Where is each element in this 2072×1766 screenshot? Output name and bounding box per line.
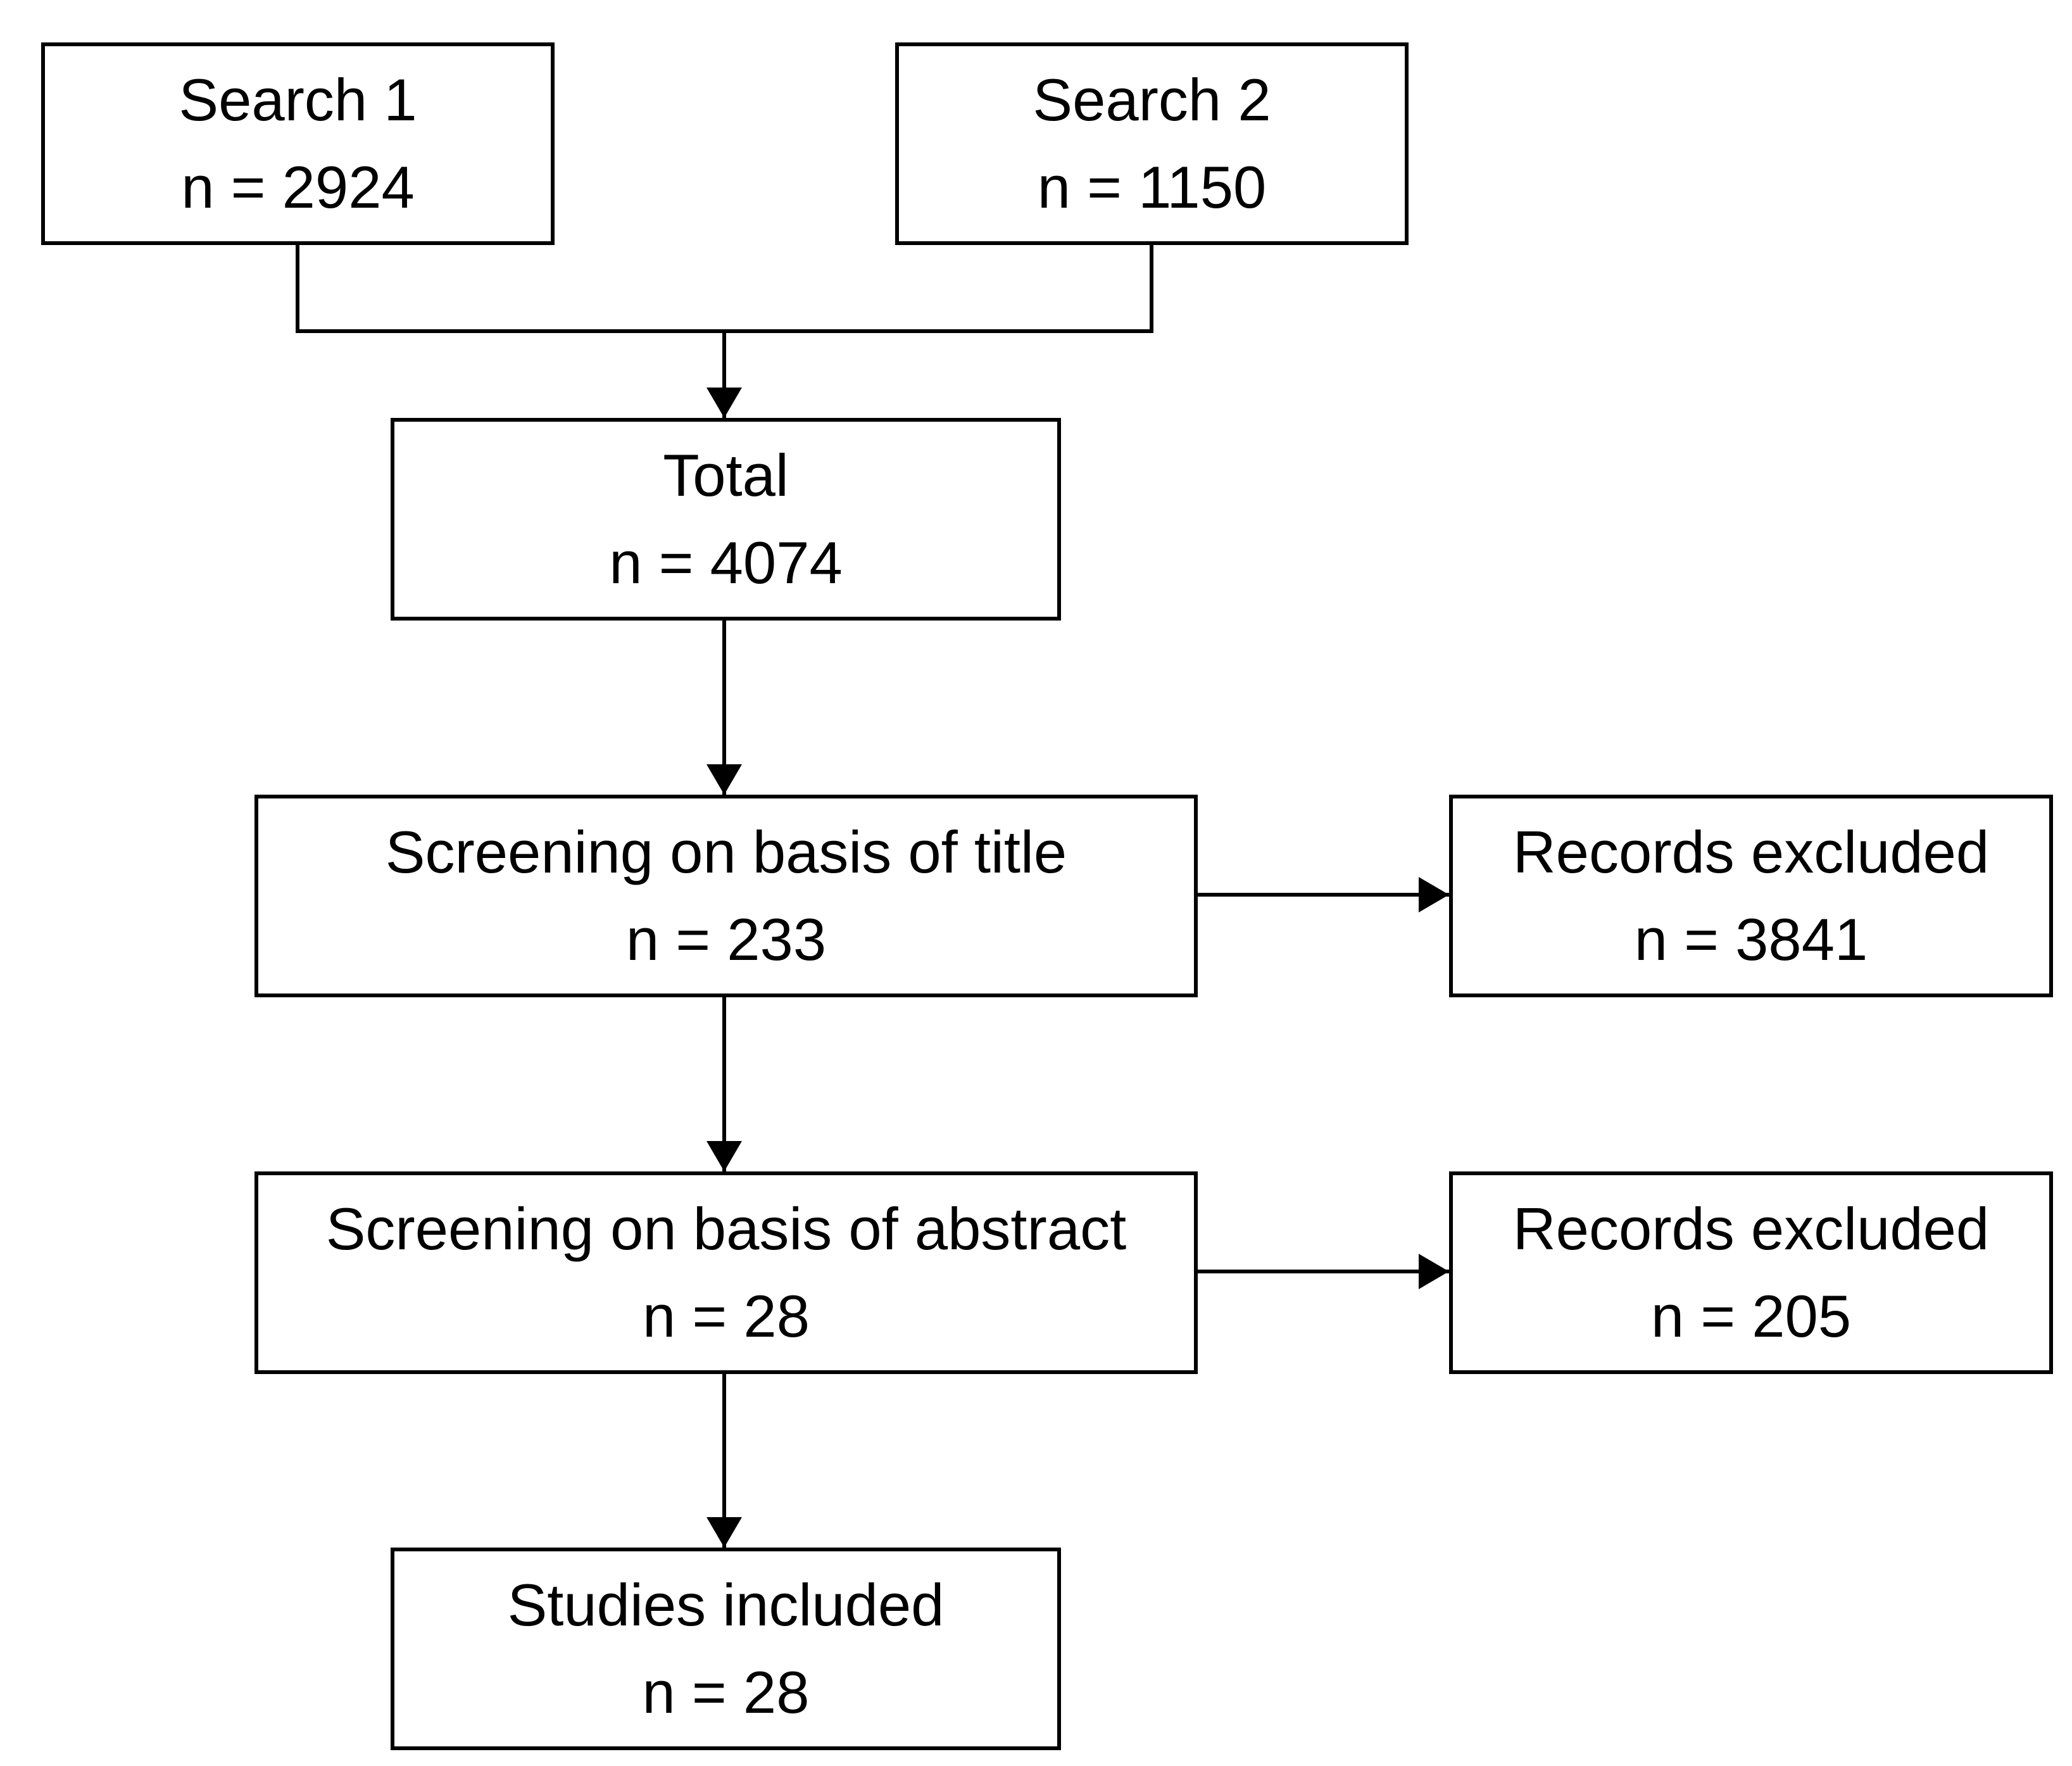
abstract-screening-box: Screening on basis of abstract n = 28 [254, 1171, 1198, 1374]
title-screening-count: n = 233 [625, 906, 827, 973]
records-excluded-title-label: Records excluded [1512, 819, 1990, 885]
records-excluded-title-count: n = 3841 [1634, 906, 1868, 973]
search-2-count: n = 1150 [1037, 154, 1267, 220]
records-excluded-title-box: Records excluded n = 3841 [1449, 795, 2053, 997]
records-excluded-abstract-count: n = 205 [1650, 1283, 1852, 1349]
search-2-box: Search 2 n = 1150 [895, 42, 1409, 245]
abstract-screening-count: n = 28 [643, 1283, 810, 1349]
merge-connector-search1 [296, 245, 724, 333]
merge-connector-search2 [724, 245, 1153, 333]
records-excluded-abstract-box: Records excluded n = 205 [1449, 1171, 2053, 1374]
search-2-title: Search 2 [1033, 66, 1271, 133]
total-title: Total [663, 442, 789, 508]
search-1-count: n = 2924 [181, 154, 415, 220]
abstract-screening-title: Screening on basis of abstract [325, 1195, 1127, 1262]
total-box: Total n = 4074 [391, 418, 1061, 621]
studies-included-title: Studies included [507, 1572, 945, 1638]
studies-included-count: n = 28 [642, 1659, 810, 1725]
records-excluded-abstract-label: Records excluded [1512, 1195, 1990, 1262]
search-1-title: Search 1 [179, 66, 417, 133]
title-screening-box: Screening on basis of title n = 233 [254, 795, 1198, 997]
total-count: n = 4074 [609, 529, 843, 596]
title-screening-title: Screening on basis of title [385, 819, 1067, 885]
studies-included-box: Studies included n = 28 [391, 1548, 1061, 1750]
search-1-box: Search 1 n = 2924 [41, 42, 555, 245]
